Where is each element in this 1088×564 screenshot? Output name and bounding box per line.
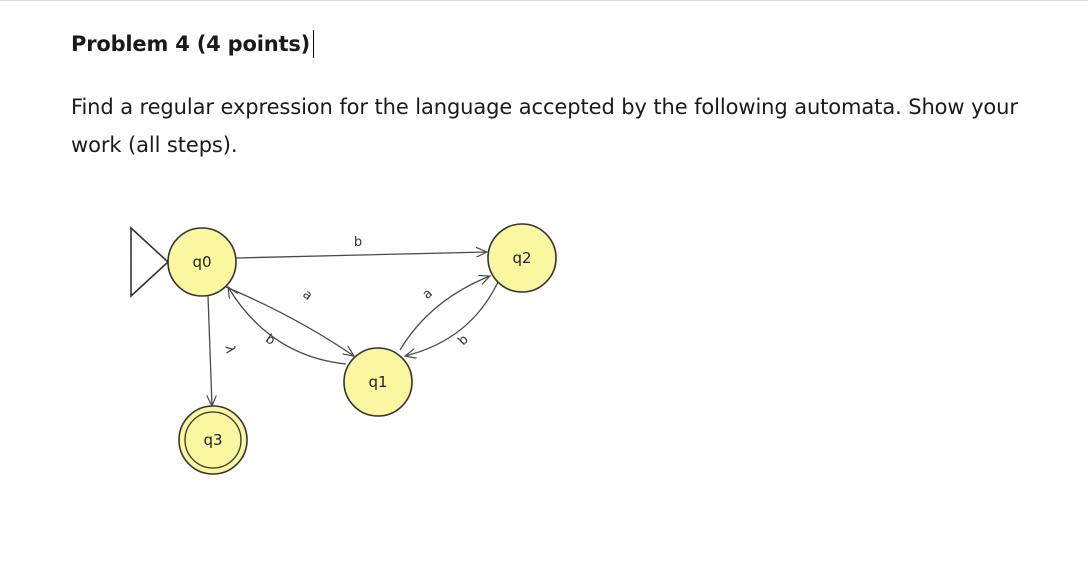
problem-heading-row: Problem 4 (4 points)	[71, 30, 315, 58]
problem-statement: Find a regular expression for the langua…	[71, 88, 1081, 164]
edge-q2-q1	[405, 281, 499, 356]
problem-statement-line-1: Find a regular expression for the langua…	[71, 95, 1018, 119]
edge-label-q0-q1: a	[299, 287, 315, 304]
problem-heading: Problem 4 (4 points)	[71, 32, 311, 56]
edge-label-q0-q2: b	[354, 235, 362, 250]
edge-q0-q2	[235, 252, 487, 259]
state-q1-label: q1	[368, 373, 387, 391]
edge-label-q1-q0: b	[262, 332, 277, 349]
edge-q1-q0	[228, 287, 347, 365]
edge-label-q0-q3: λ	[221, 344, 237, 354]
edge-label-q2-q1: b	[455, 332, 471, 348]
edge-label-q1-q2: a	[420, 286, 436, 303]
page-top-border	[0, 0, 1088, 1]
edge-q0-q1	[225, 286, 354, 356]
state-q2-label: q2	[512, 249, 531, 267]
problem-statement-line-2: work (all steps).	[71, 133, 238, 157]
state-q0-label: q0	[192, 253, 211, 271]
text-cursor	[313, 30, 315, 58]
state-q0: q0	[167, 227, 237, 297]
state-q2: q2	[487, 223, 557, 293]
state-q1: q1	[343, 347, 413, 417]
state-q3-label: q3	[203, 431, 222, 449]
edge-q1-q2	[399, 276, 490, 351]
state-q3-final: q3	[178, 405, 248, 475]
edge-q0-q3	[208, 295, 212, 406]
initial-state-marker	[130, 226, 170, 298]
